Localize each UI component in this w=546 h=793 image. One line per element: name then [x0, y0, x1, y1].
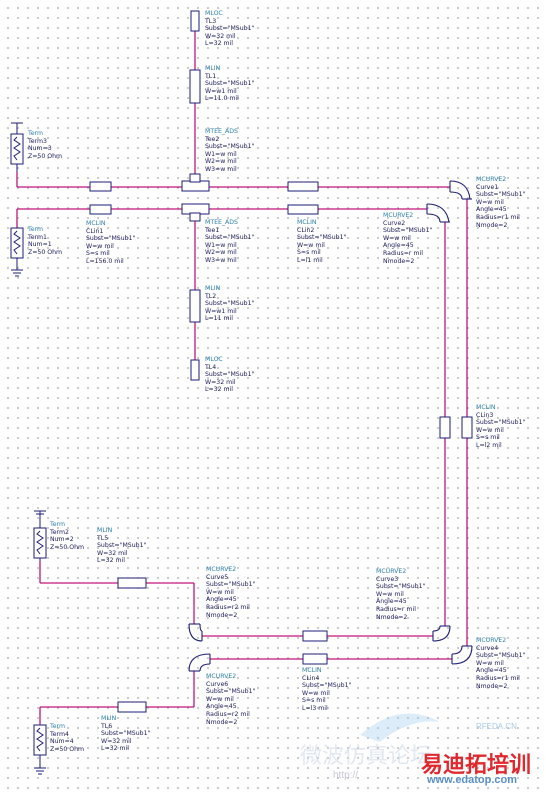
tee1-stub: [189, 212, 201, 222]
tl1-symbol: [189, 69, 201, 104]
watermark-brand: 易迪拓培训: [421, 753, 532, 778]
clin4-symbol-b: [302, 653, 328, 665]
term3-symbol: [10, 122, 24, 172]
tl4-symbol: [190, 359, 200, 381]
term2-symbol: [33, 510, 47, 561]
curve1-symbol: [449, 180, 471, 200]
watermark-faint-url: http://: [333, 770, 359, 781]
curve4-symbol: [451, 645, 473, 665]
tl2-symbol: [189, 289, 201, 323]
wires: [16, 31, 468, 725]
component-symbols: [89, 10, 473, 713]
clin4-symbol-a: [302, 630, 328, 642]
clin2-symbol-a: [287, 181, 319, 192]
clin1-symbol-b: [89, 204, 112, 215]
clin1-symbol-a: [89, 181, 112, 192]
tl3-symbol: [190, 10, 200, 32]
clin3-symbol-b: [461, 416, 473, 439]
term1-symbol: [10, 227, 24, 277]
watermark-logo: [360, 713, 440, 742]
tee2-stub: [189, 173, 201, 183]
curve2-symbol: [426, 203, 450, 223]
curve-symbols: [188, 180, 473, 672]
watermark-url: www.edatop.com: [427, 774, 518, 786]
watermark-rfeda: RFEDA.CN: [476, 722, 517, 731]
curve6-symbol: [188, 653, 211, 672]
curve3-symbol: [432, 625, 451, 642]
watermark-chinese: 微波仿真论坛: [300, 744, 433, 769]
tl5-symbol: [117, 577, 147, 589]
term4-symbol: [33, 724, 47, 775]
curve5-symbol: [188, 623, 203, 642]
term-symbols: [10, 122, 47, 775]
clin2-symbol-b: [287, 204, 319, 215]
clin3-symbol-a: [439, 416, 451, 439]
tl6-symbol: [117, 701, 147, 713]
